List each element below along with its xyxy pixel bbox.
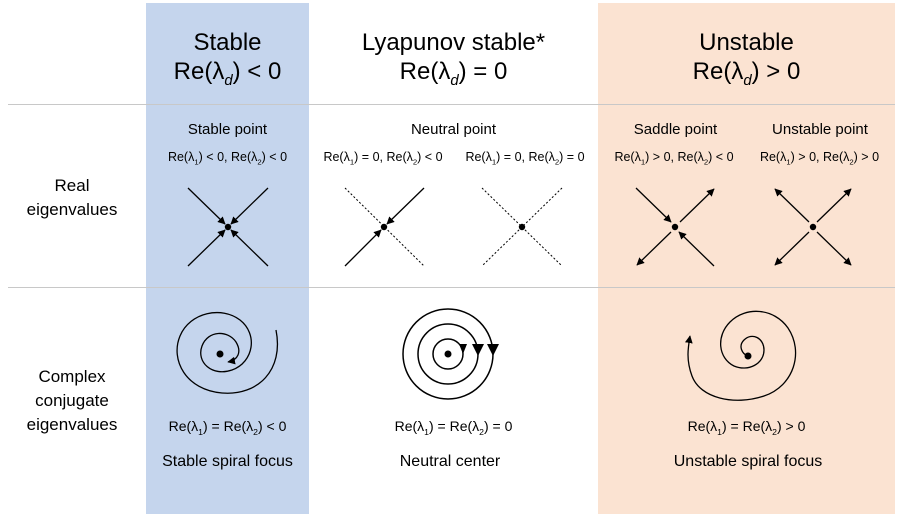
header-stable-title: Stable [193, 29, 262, 56]
saddle-point-diagram [635, 187, 715, 267]
equilibrium-point [380, 223, 388, 231]
neutral-point-left-diagram [344, 187, 425, 267]
header-unstable-title: Unstable [699, 29, 794, 56]
equilibrium-point [809, 223, 817, 231]
unstable-spiral-name: Unstable spiral focus [673, 453, 823, 470]
unstable-spiral-diagram [684, 310, 797, 401]
neutral-point-cond-right: Re(λ1) = 0, Re(λ2) = 0 [465, 150, 585, 167]
neutral-center-name: Neutral center [399, 453, 501, 470]
header-stable-cond: Re(λd) < 0 [173, 58, 282, 89]
stable-spiral-diagram [176, 312, 279, 394]
row-label-complex: Complex conjugate eigenvalues [26, 367, 118, 434]
unstable-point-cond: Re(λ1) > 0, Re(λ2) > 0 [759, 150, 880, 167]
equilibrium-point [224, 223, 232, 231]
neutral-point-title: Neutral point [410, 121, 497, 138]
equilibrium-point [444, 350, 452, 358]
unstable-point-diagram [774, 188, 852, 266]
neutral-point-cond-left: Re(λ1) = 0, Re(λ2) < 0 [323, 150, 443, 167]
stable-point-cond: Re(λ1) < 0, Re(λ2) < 0 [167, 150, 288, 167]
equilibrium-point [216, 350, 224, 358]
header-unstable-cond: Re(λd) > 0 [692, 58, 801, 89]
stable-spiral-cond: Re(λ1) = Re(λ2) < 0 [168, 418, 287, 437]
header-lyapunov-cond: Re(λd) = 0 [399, 58, 508, 89]
header-lyapunov-title: Lyapunov stable* [361, 29, 546, 56]
saddle-point-cond: Re(λ1) > 0, Re(λ2) < 0 [614, 150, 734, 167]
equilibrium-point [744, 352, 752, 360]
row-divider [8, 287, 895, 288]
header-unstable: Unstable Re(λd) > 0 [598, 28, 895, 96]
stable-column-bg [146, 3, 309, 514]
row-label-real: Real eigenvalues [26, 176, 118, 219]
neutral-point-right-diagram [481, 187, 563, 267]
header-stable: Stable Re(λd) < 0 [146, 28, 309, 96]
stable-point-title: Stable point [187, 121, 268, 138]
stable-point-diagram [187, 187, 269, 267]
unstable-spiral-cond: Re(λ1) = Re(λ2) > 0 [687, 418, 806, 437]
equilibrium-point [671, 223, 679, 231]
neutral-center-diagram [402, 308, 499, 400]
header-divider [8, 104, 895, 105]
saddle-point-title: Saddle point [633, 121, 718, 138]
stable-spiral-name: Stable spiral focus [162, 453, 293, 470]
equilibrium-point [518, 223, 526, 231]
neutral-center-cond: Re(λ1) = Re(λ2) = 0 [394, 418, 513, 437]
header-lyapunov: Lyapunov stable* Re(λd) = 0 [309, 28, 598, 96]
unstable-point-title: Unstable point [772, 121, 868, 138]
